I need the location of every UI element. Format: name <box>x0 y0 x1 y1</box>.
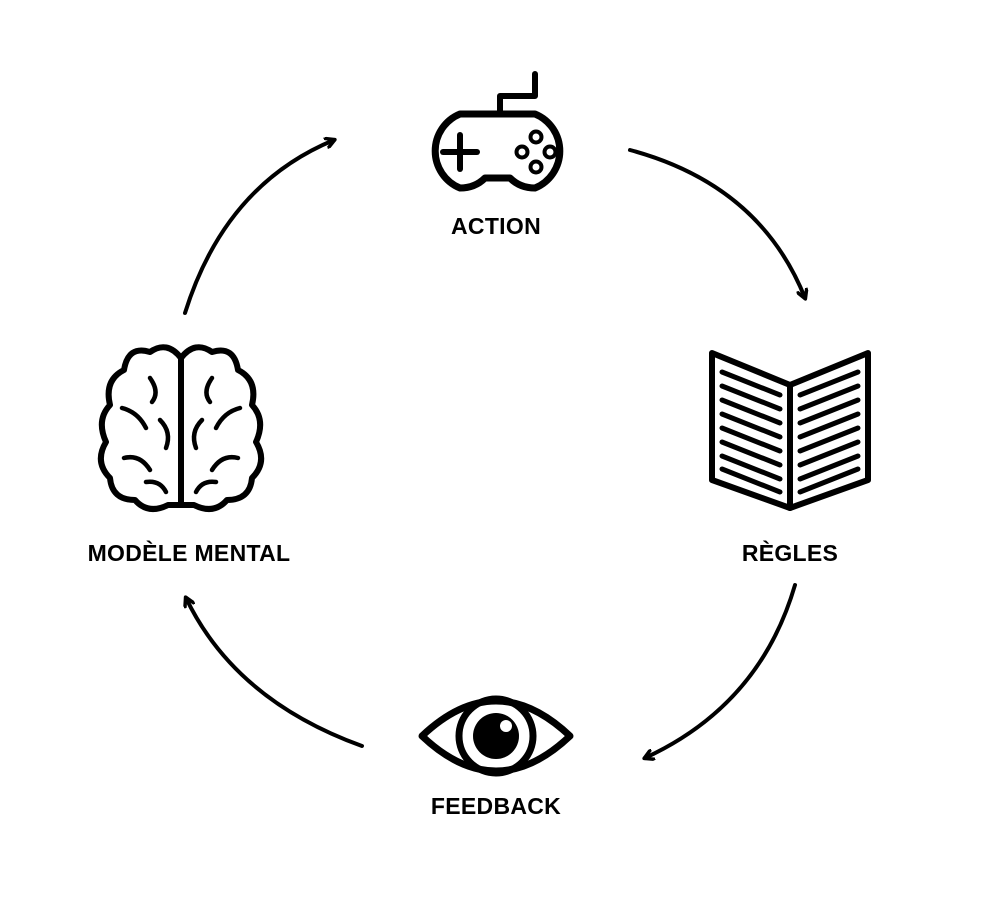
action-label: ACTION <box>451 213 541 239</box>
eye-icon <box>418 695 574 777</box>
open-book-icon <box>709 350 871 511</box>
arrow-feedback-to-mental-model <box>186 598 364 748</box>
arrow-rules-to-feedback <box>645 583 797 758</box>
feedback-label: FEEDBACK <box>431 793 561 819</box>
brain-icon <box>97 344 265 512</box>
rules-label: RÈGLES <box>742 539 838 566</box>
gamepad-icon <box>431 71 564 192</box>
arrow-mental-model-to-action <box>183 140 334 315</box>
arrow-action-to-rules <box>628 148 805 298</box>
mental-model-label: MODÈLE MENTAL <box>88 539 291 566</box>
